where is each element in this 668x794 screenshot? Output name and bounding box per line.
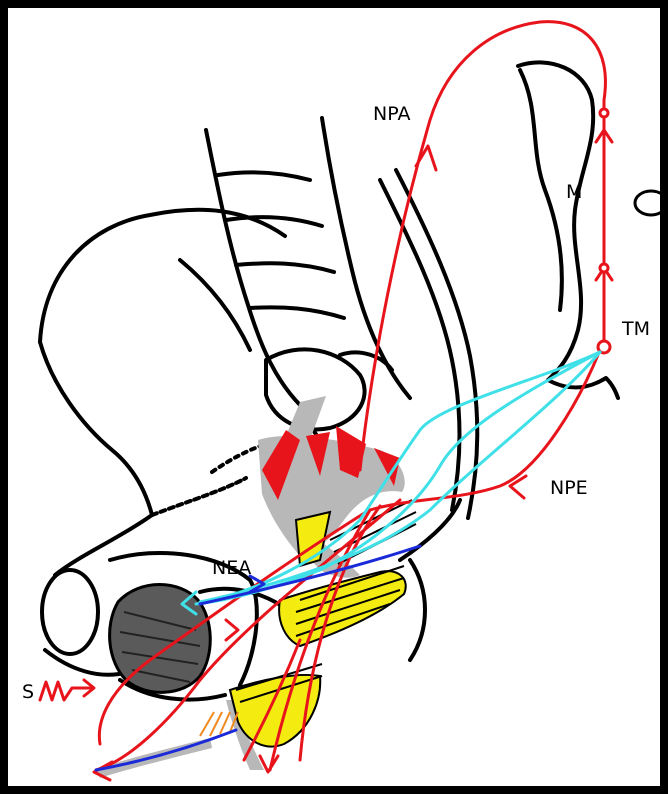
- iliac-wing-lower: [40, 342, 152, 515]
- perineal-body: [410, 560, 425, 660]
- rectum-wall-2: [396, 170, 477, 518]
- o-oval-shape: [635, 191, 667, 215]
- hatched-tissue: [110, 585, 211, 693]
- label-m: M: [566, 181, 582, 203]
- label-nea: NEA: [212, 557, 251, 579]
- npa-nerve-path: [360, 22, 605, 470]
- label-s: S: [22, 681, 34, 703]
- vertebra-2: [226, 217, 322, 226]
- pelvic-brim: [152, 478, 246, 515]
- pubic-ramus: [55, 515, 152, 575]
- vertebra-1: [218, 172, 310, 180]
- colon-inner: [520, 70, 562, 310]
- ganglion-top: [600, 109, 608, 117]
- ganglion-mid: [600, 264, 608, 272]
- vertebra-4: [250, 307, 344, 318]
- vertebra-3: [236, 263, 334, 272]
- pubic-symphysis: [42, 570, 98, 654]
- label-npe: NPE: [550, 477, 588, 499]
- label-tm: TM: [621, 318, 650, 340]
- bladder-arrowhead: [226, 620, 238, 640]
- iliac-crest: [40, 210, 285, 342]
- label-npa: NPA: [373, 103, 410, 125]
